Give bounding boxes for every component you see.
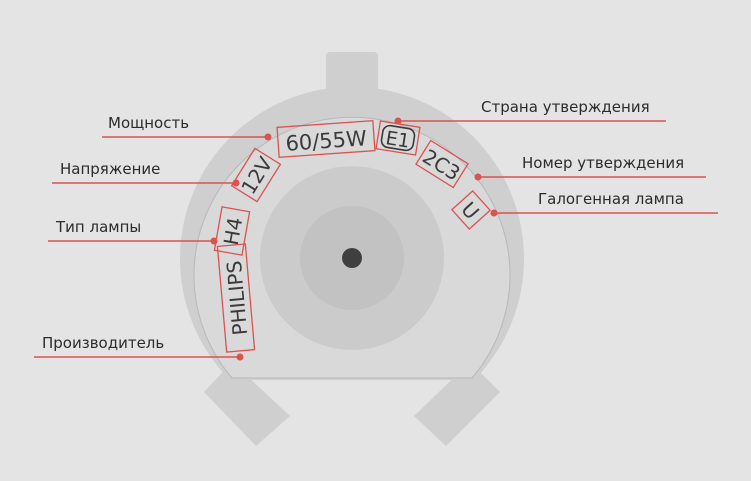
box-halogen (450, 190, 492, 230)
label-manufacturer: Производитель (42, 334, 165, 352)
dot-power (264, 133, 272, 141)
dot-halogen (490, 209, 498, 217)
label-halogen: Галогенная лампа (538, 190, 684, 208)
marking-lamp-type: H4 (213, 206, 251, 256)
label-voltage: Напряжение (60, 160, 161, 178)
label-approval-country: Страна утверждения (481, 98, 650, 116)
dot-manufacturer (236, 353, 244, 361)
leader-lines (34, 120, 718, 358)
dot-approval-country (394, 117, 402, 125)
label-lamp-type: Тип лампы (56, 218, 142, 236)
box-power (276, 119, 376, 159)
lamp-type-marking: H4 (219, 215, 247, 247)
top-tab (326, 52, 378, 92)
marking-approval-country: E1 (375, 120, 421, 156)
left-tab (204, 362, 290, 446)
box-approval-number (415, 139, 469, 189)
label-power: Мощность (108, 114, 190, 132)
center-dot (342, 248, 362, 268)
right-tab (414, 362, 500, 446)
label-approval-number: Номер утверждения (522, 154, 685, 172)
box-approval-country (375, 120, 421, 156)
e-mark-oval (380, 124, 416, 152)
marking-halogen: U (450, 190, 492, 230)
marking-power: 60/55W (276, 119, 376, 159)
box-voltage (230, 147, 282, 203)
approval-country-marking: E1 (384, 127, 411, 152)
dot-approval-number (474, 173, 482, 181)
box-manufacturer (216, 243, 256, 353)
power-marking: 60/55W (285, 126, 368, 156)
box-lamp-type (213, 206, 251, 256)
